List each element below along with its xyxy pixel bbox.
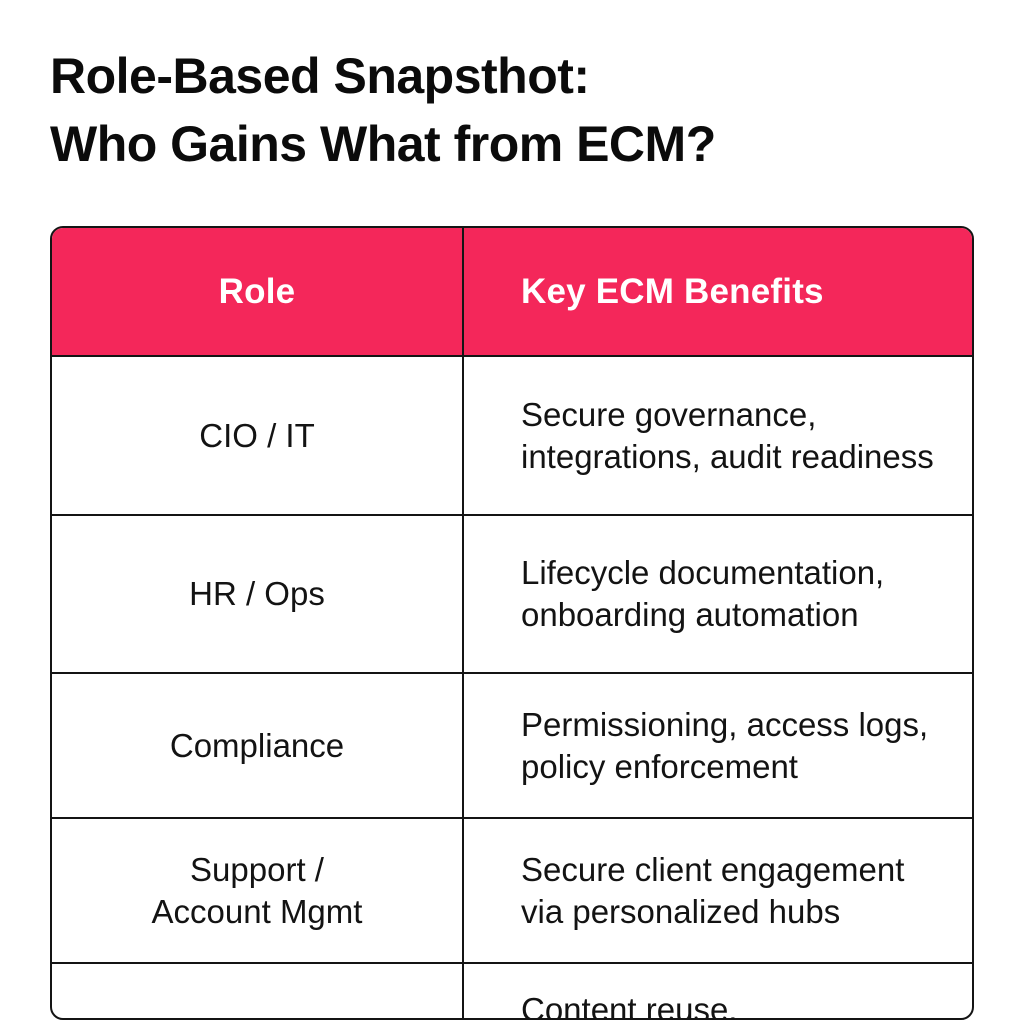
cell-benefit-line: onboarding automation bbox=[521, 596, 859, 633]
page-title-line-1: Role-Based Snapsthot: bbox=[50, 48, 590, 104]
role-benefits-table: Role Key ECM Benefits CIO / IT Secure gov… bbox=[50, 226, 974, 1020]
cell-role-line: HR / Ops bbox=[189, 575, 325, 612]
table-row: CIO / IT Secure governance, integrations, … bbox=[52, 356, 972, 515]
cell-role: HR / Ops bbox=[52, 514, 464, 673]
page-title-line-2: Who Gains What from ECM? bbox=[50, 116, 716, 172]
cell-benefit: Secure governance, integrations, audit re… bbox=[463, 356, 972, 515]
cell-role: Compliance bbox=[52, 672, 464, 818]
table-head: Role Key ECM Benefits bbox=[52, 228, 972, 357]
cell-role-line: Account Mgmt bbox=[151, 892, 363, 930]
cell-benefit-line: Permissioning, access logs, bbox=[521, 705, 929, 743]
snapshot-table: Role Key ECM Benefits CIO / IT Secure gov… bbox=[52, 228, 972, 1020]
table-row: Content & L&DContent reuse,performance t… bbox=[52, 962, 972, 1020]
column-header-role: Role bbox=[52, 228, 464, 357]
cell-benefit: Content reuse,performance trackingtailor… bbox=[463, 962, 972, 1020]
cell-role-line: Compliance bbox=[169, 726, 345, 764]
cell-benefit-line: policy enforcement bbox=[521, 747, 798, 785]
cell-benefit-line: integrations, audit readiness bbox=[521, 437, 934, 475]
cell-role: Support / Account Mgmt bbox=[52, 817, 464, 963]
cell-benefit: Secure client engagement via personalized… bbox=[463, 817, 972, 963]
cell-benefit-line: Content reuse, bbox=[521, 991, 738, 1020]
cell-benefit-line: Secure client engagement bbox=[521, 850, 905, 888]
cell-benefit-line: Secure governance, bbox=[521, 395, 817, 433]
table-row: Support / Account Mgmt Secure client engag… bbox=[52, 817, 972, 963]
column-header-benefits: Key ECM Benefits bbox=[463, 228, 972, 357]
cell-benefit-line: Lifecycle documentation, bbox=[521, 554, 885, 591]
table-row: HR / Ops Lifecycle documentation, onboardi… bbox=[52, 514, 972, 673]
cell-role-line: CIO / IT bbox=[199, 416, 315, 454]
cell-role: CIO / IT bbox=[52, 356, 464, 515]
cell-role-line: Support / bbox=[190, 850, 324, 888]
cell-benefit: Lifecycle documentation, onboarding autom… bbox=[463, 514, 972, 673]
table-body: CIO / IT Secure governance, integrations, … bbox=[52, 356, 972, 1020]
cell-benefit: Permissioning, access logs, policy enforc… bbox=[463, 672, 972, 818]
cell-role: Content & L&D bbox=[52, 962, 464, 1018]
cell-benefit-line: via personalized hubs bbox=[521, 892, 841, 930]
page-title: Role-Based Snapsthot: Who Gains What fro… bbox=[50, 42, 950, 178]
table-row: Compliance Permissioning, access logs, pol… bbox=[52, 672, 972, 818]
table-header-row: Role Key ECM Benefits bbox=[52, 228, 972, 357]
